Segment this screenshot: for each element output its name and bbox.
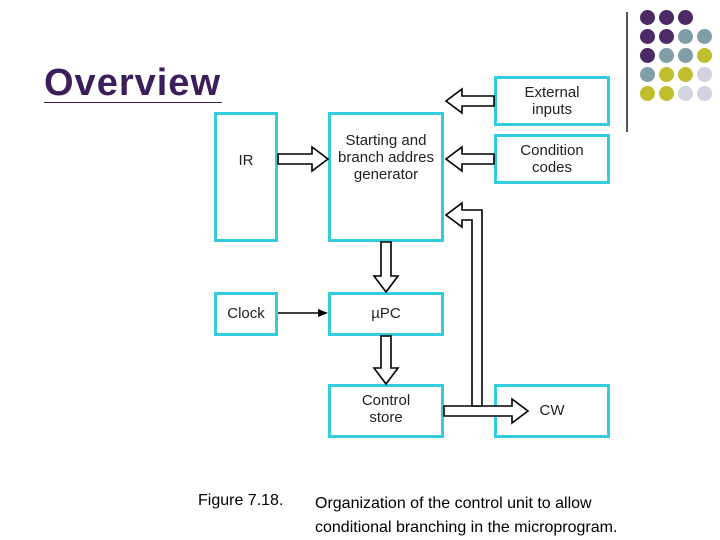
arrow-control-store-to-cw (443, 397, 530, 425)
decor-dot (678, 67, 693, 82)
external-label-line-2: inputs (531, 101, 573, 118)
arrow-condition-to-generator (444, 145, 495, 173)
decor-vertical-rule (626, 12, 628, 132)
arrow-feedback-to-generator (444, 201, 483, 407)
condition-codes-box (494, 134, 610, 184)
decor-dot (678, 10, 693, 25)
condition-codes-label: Condition codes (494, 142, 610, 176)
starting-label-line-2: branch addres (338, 149, 434, 166)
arrow-ir-to-generator (277, 145, 330, 173)
condition-label-line-2: codes (531, 159, 573, 176)
ir-box (214, 112, 278, 242)
arrow-generator-to-upc (372, 241, 400, 294)
cw-label: CW (539, 402, 565, 419)
control-store-box (328, 384, 444, 438)
external-label-line-1: External (524, 84, 580, 101)
decor-dot (659, 86, 674, 101)
upc-label: µPC (371, 305, 401, 322)
starting-label-line-3: generator (353, 166, 419, 183)
decor-dot (640, 67, 655, 82)
decor-dot (697, 67, 712, 82)
ir-label: IR (238, 152, 254, 169)
decor-dot (697, 48, 712, 63)
decor-dot (678, 29, 693, 44)
decor-dot (678, 48, 693, 63)
external-inputs-label: External inputs (494, 84, 610, 118)
decor-dot (678, 86, 693, 101)
decor-dot (697, 86, 712, 101)
condition-label-line-1: Condition (520, 142, 584, 159)
starting-label-line-1: Starting and (345, 132, 427, 149)
caption-line-1: Organization of the control unit to allo… (315, 495, 592, 512)
decor-dot (640, 48, 655, 63)
clock-label: Clock (227, 305, 265, 322)
external-inputs-box (494, 76, 610, 126)
decor-dot (659, 48, 674, 63)
control-store-label: Control store (328, 392, 444, 426)
decor-dot (659, 29, 674, 44)
control-label-line-1: Control (361, 392, 411, 409)
decor-dot (659, 67, 674, 82)
decor-dot (640, 86, 655, 101)
clock-box (214, 292, 278, 336)
arrow-external-to-generator (444, 87, 495, 115)
arrow-upc-to-control-store (372, 335, 400, 386)
upc-box (328, 292, 444, 336)
figure-number: Figure 7.18. (198, 492, 284, 509)
decor-dot (659, 10, 674, 25)
figure-caption: Organization of the control unit to allo… (315, 492, 617, 540)
decor-dot (640, 10, 655, 25)
arrow-clock-to-upc-head (318, 309, 328, 317)
decor-dot (640, 29, 655, 44)
decor-dot (697, 29, 712, 44)
starting-address-generator-box (328, 112, 444, 242)
starting-address-generator-label: Starting and branch addres generator (328, 132, 444, 183)
slide-title: Overview (44, 62, 221, 104)
title-underline (44, 102, 222, 103)
control-label-line-2: store (369, 409, 403, 426)
caption-line-2: conditional branching in the microprogra… (315, 519, 618, 536)
